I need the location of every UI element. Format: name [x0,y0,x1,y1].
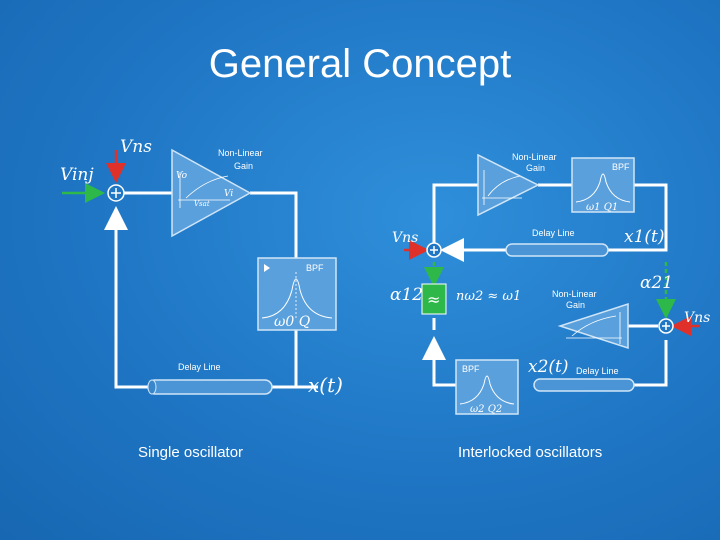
gain-curve-icon [482,170,522,205]
plus-icon [430,246,438,254]
delay-line-end [147,379,157,395]
vns-left-label: Vns [392,230,418,246]
nonlinear-gain-top-label-2: Gain [526,163,545,173]
amp-vi-label: Vi [224,189,233,199]
plus-icon [111,188,121,198]
delay-line-bottom [533,378,635,392]
bpf-params-label: ω0 Q [274,314,311,330]
delay-line-label: Delay Line [178,362,221,372]
coupling-filter-block [421,283,447,315]
plus-icon [662,322,670,330]
bpf-response-icon [575,173,631,203]
nonlinear-gain-label-1: Non-Linear [218,148,263,158]
vns-label: Vns [120,137,152,157]
nonlinear-gain-mid-label-1: Non-Linear [552,289,597,299]
x2t-label: x2(t) [528,357,569,377]
single-oscillator-diagram: Vo Vi Vsat Non-Linear Gain BPF ω0 Q Dela… [60,137,343,397]
frequency-relation: nω2 ≈ ω1 [456,289,521,304]
bpf-top-params: ω1 Q1 [586,202,618,213]
wire-bottom-left [422,336,456,387]
caption-single-oscillator: Single oscillator [138,444,244,461]
alpha21-label: α21 [640,273,673,293]
delay-top-label: Delay Line [532,228,575,238]
bpf-bottom-params: ω2 Q2 [470,404,502,415]
alpha12-label: α12 [390,285,423,305]
wire-top-return [608,228,668,252]
nonlinear-gain-amplifier-top [477,153,540,217]
vinj-label: Vinj [60,165,94,185]
amp-vo-label: Vo [176,171,188,181]
amp-vsat-label: Vsat [194,200,210,208]
vns-right-label: Vns [684,310,710,326]
bpf-response-icon [459,375,515,405]
nonlinear-gain-amplifier [171,148,252,238]
gain-curve-icon [566,312,622,344]
wire-bottom-right [634,340,668,387]
wire-amp-to-bpf [250,191,298,258]
bpf-block-top [571,157,635,213]
interlocked-oscillators-diagram: Non-Linear Gain BPF ω1 Q1 Delay Line x1(… [390,152,710,415]
nonlinear-gain-amplifier-mid [557,302,629,350]
bpf-block [257,257,337,331]
bpf-arrow-icon [264,264,270,272]
delay-line-tube [147,379,273,395]
output-xt-label: x(t) [308,373,343,397]
filter-icon: ≈ [427,290,440,309]
delay-bottom-label: Delay Line [576,366,619,376]
nonlinear-gain-label-2: Gain [234,161,253,171]
bpf-response-icon [261,278,333,319]
nonlinear-gain-top-label-1: Non-Linear [512,152,557,162]
bpf-top-label: BPF [612,162,630,172]
wire-bpf-top-right [634,183,668,228]
slide-title: General Concept [208,42,512,86]
nonlinear-gain-mid-label-2: Gain [566,300,585,310]
x1t-label: x1(t) [624,227,665,247]
delay-line-top [505,243,609,257]
bpf-block-bottom [455,359,519,415]
bpf-label: BPF [306,263,324,273]
gain-curve-icon [178,172,230,208]
bpf-bottom-label: BPF [462,364,480,374]
wire-top-left [432,183,478,250]
wire-feedback [104,206,148,389]
caption-interlocked-oscillators: Interlocked oscillators [458,444,603,461]
